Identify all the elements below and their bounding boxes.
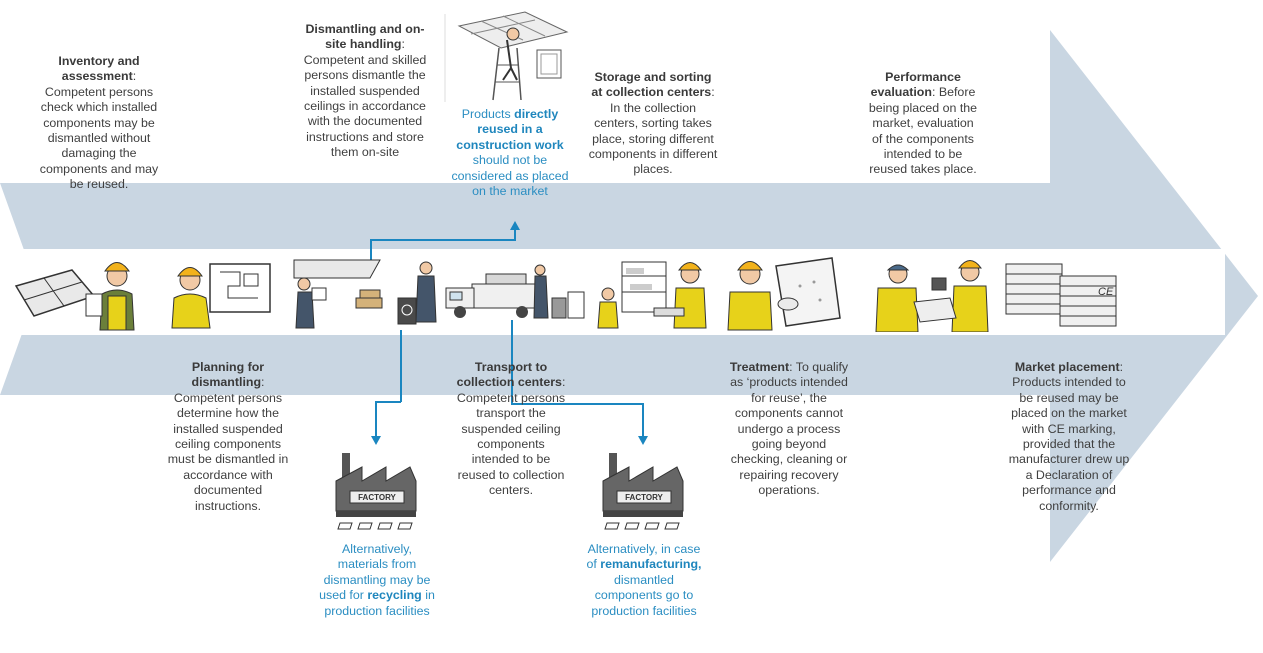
dismantling-icon (293, 259, 437, 329)
treatment-cleaning-icon (727, 257, 841, 331)
arrowhead-direct-reuse (510, 221, 520, 230)
ce-mark-label: CE (1098, 286, 1114, 298)
branch-remanufacturing-post: dismantled components go to production f… (591, 572, 697, 618)
step-dismantling-text: Dismantling and on-site handling: Compet… (303, 22, 427, 160)
connector-direct-reuse (370, 228, 516, 262)
step-transport-title: Transport to collection centers (456, 360, 562, 390)
step-treatment-body: To qualify as ‘products intended for reu… (730, 360, 849, 498)
branch-direct-reuse-bold: directly reused in a construction work (456, 107, 564, 152)
branch-direct-reuse-text: Products directly reused in a constructi… (450, 107, 570, 199)
step-dismantling-title: Dismantling and on-site handling (305, 22, 425, 52)
performance-evaluation-icon (875, 260, 989, 332)
step-treatment-text: Treatment: To qualify as ‘products inten… (729, 360, 849, 498)
factory-label: FACTORY (625, 493, 663, 502)
step-market-body: Products intended to be reused may be pl… (1008, 375, 1130, 513)
step-dismantling-body: Competent and skilled persons dismantle … (303, 52, 427, 160)
ceiling-removal-illustration (457, 11, 569, 101)
factory-label: FACTORY (358, 493, 396, 502)
step-transport-text: Transport to collection centers: Compete… (456, 360, 566, 498)
storage-sorting-icon (597, 261, 707, 329)
branch-direct-reuse-post: should not be considered as placed on th… (451, 153, 569, 199)
step-planning-body: Competent persons determine how the inst… (167, 390, 289, 513)
step-planning-title: Planning for dismantling (191, 360, 265, 390)
transport-truck-icon (445, 264, 585, 319)
step-inventory-title: Inventory and assessment (58, 54, 140, 84)
step-performance-text: Performance evaluation: Before being pla… (868, 70, 978, 177)
step-market-title: Market placement (1014, 360, 1120, 374)
step-storage-title: Storage and sorting at collection center… (591, 70, 712, 100)
arrowhead-recycling (371, 436, 381, 445)
branch-remanufacturing-bold: remanufacturing, (600, 557, 702, 572)
step-transport-body: Competent persons transport the suspende… (456, 390, 566, 498)
branch-recycling-text: Alternatively, materials from dismantlin… (318, 542, 436, 619)
step-storage-body: In the collection centers, sorting takes… (588, 100, 718, 177)
step-storage-text: Storage and sorting at collection center… (588, 70, 718, 177)
step-treatment-title: Treatment (729, 360, 790, 374)
step-performance-body: Before being placed on the market, evalu… (868, 85, 978, 177)
step-inventory-text: Inventory and assessment: Competent pers… (39, 54, 159, 192)
step-planning-text: Planning for dismantling: Competent pers… (167, 360, 289, 513)
branch-recycling-bold: recycling (367, 588, 422, 603)
connector-remanufacturing (511, 320, 644, 438)
branch-remanufacturing-text: Alternatively, in case of remanufacturin… (582, 542, 706, 619)
factory-recycling-icon: FACTORY (330, 447, 423, 533)
branch-direct-reuse-pre: Products (461, 107, 511, 121)
connector-recycling-2 (375, 401, 401, 438)
ce-products-icon: CE (1005, 263, 1117, 327)
step-inventory-body: Competent persons check which installed … (39, 84, 159, 192)
ceiling-inspector-icon (14, 262, 135, 331)
step-market-text: Market placement: Products intended to b… (1008, 360, 1130, 513)
step-performance-title: Performance evaluation (870, 70, 961, 100)
planner-icon (171, 263, 271, 329)
branch-recycling-post: in production facilities (324, 588, 435, 618)
arrowhead-remanufacturing (638, 436, 648, 445)
factory-remanufacturing-icon: FACTORY (597, 447, 690, 533)
branch-remanufacturing-pre: Alternatively, in case of (586, 542, 701, 572)
branch-recycling-pre: Alternatively, materials from dismantlin… (319, 542, 431, 603)
